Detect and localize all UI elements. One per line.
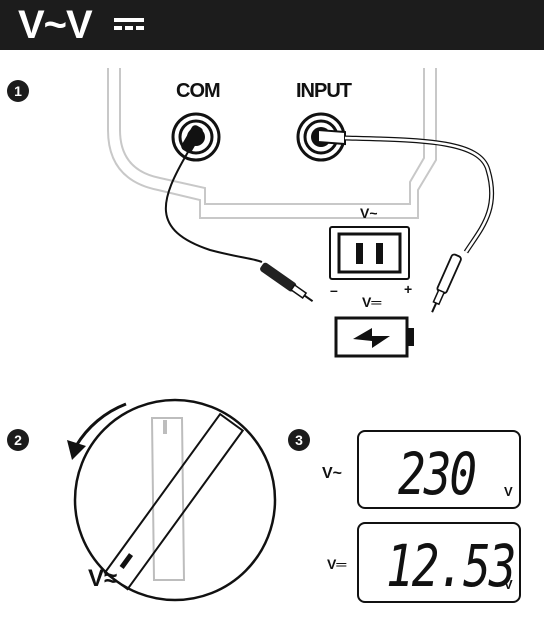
dial-voltage-label: V≈ bbox=[88, 565, 118, 592]
com-label: COM bbox=[176, 80, 221, 102]
dc-reading-value: 12.53 bbox=[386, 532, 516, 600]
step-3-badge: 3 bbox=[288, 429, 310, 451]
com-lead-wire bbox=[164, 151, 263, 263]
com-jack bbox=[171, 112, 221, 162]
ac-outlet-icon bbox=[329, 226, 410, 280]
meter-body-outline bbox=[107, 68, 437, 219]
dc-reading-label: V═ bbox=[327, 556, 347, 572]
dc-source-label: V═ bbox=[362, 294, 382, 310]
input-label: INPUT bbox=[296, 80, 352, 102]
lcd-dc-frame bbox=[357, 522, 521, 603]
plus-label: + bbox=[404, 281, 413, 297]
lcd-ac-frame bbox=[357, 430, 521, 509]
battery-icon bbox=[334, 316, 414, 358]
header-bar: V~V bbox=[0, 0, 544, 50]
step-2-badge: 2 bbox=[7, 429, 29, 451]
ac-source-label: V~ bbox=[360, 205, 378, 221]
black-probe bbox=[260, 262, 314, 303]
rotary-dial bbox=[73, 398, 277, 602]
ac-reading-label: V~ bbox=[322, 465, 343, 482]
step-1-badge: 1 bbox=[7, 80, 29, 102]
dc-reading-unit: V bbox=[504, 577, 513, 592]
input-jack bbox=[296, 112, 346, 162]
rotate-arrow-icon bbox=[67, 402, 127, 460]
minus-label: – bbox=[330, 282, 338, 298]
dc-voltage-icon bbox=[114, 18, 144, 32]
ac-reading-unit: V bbox=[504, 484, 513, 499]
red-probe bbox=[431, 253, 462, 313]
ac-reading-value: 230 bbox=[398, 440, 477, 508]
header-title: V~V bbox=[18, 3, 93, 47]
